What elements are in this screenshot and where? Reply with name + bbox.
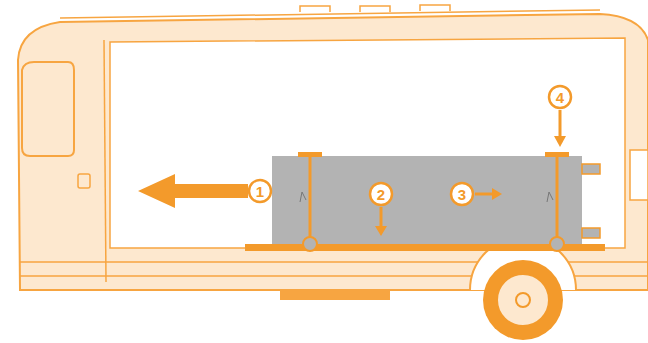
force-arrow — [380, 207, 383, 228]
strap — [556, 154, 559, 240]
strap — [309, 154, 312, 240]
door-line — [104, 40, 106, 282]
door-handle — [78, 174, 90, 188]
strap-anchor — [550, 237, 564, 251]
underbody — [280, 290, 390, 300]
strap-tensioner — [300, 192, 306, 202]
hub — [516, 293, 530, 307]
callout-number: 4 — [556, 90, 564, 105]
callout-circle — [549, 86, 571, 108]
callout-circle — [370, 183, 392, 205]
roof-rack — [300, 5, 450, 12]
cargo-interior — [110, 38, 625, 248]
cab-window — [22, 62, 74, 156]
callout-number: 3 — [458, 187, 466, 202]
callout-number: 2 — [377, 187, 385, 202]
box-tab — [582, 228, 600, 238]
callout-circle — [249, 180, 271, 202]
headlamp — [630, 150, 648, 200]
arrow-head — [554, 136, 566, 147]
tyre — [483, 260, 563, 340]
direction-arrow — [138, 174, 248, 208]
callout-number: 1 — [256, 184, 264, 199]
force-arrow — [475, 193, 494, 196]
rim — [497, 274, 549, 326]
arrow-head — [492, 188, 502, 200]
arrow-head — [375, 226, 387, 236]
strap-tensioner — [547, 192, 553, 202]
strap-anchor — [303, 237, 317, 251]
force-arrow — [559, 110, 562, 138]
van-body — [18, 14, 648, 290]
cargo-box — [272, 156, 582, 244]
callout-circle — [451, 183, 473, 205]
box-tab — [582, 164, 600, 174]
